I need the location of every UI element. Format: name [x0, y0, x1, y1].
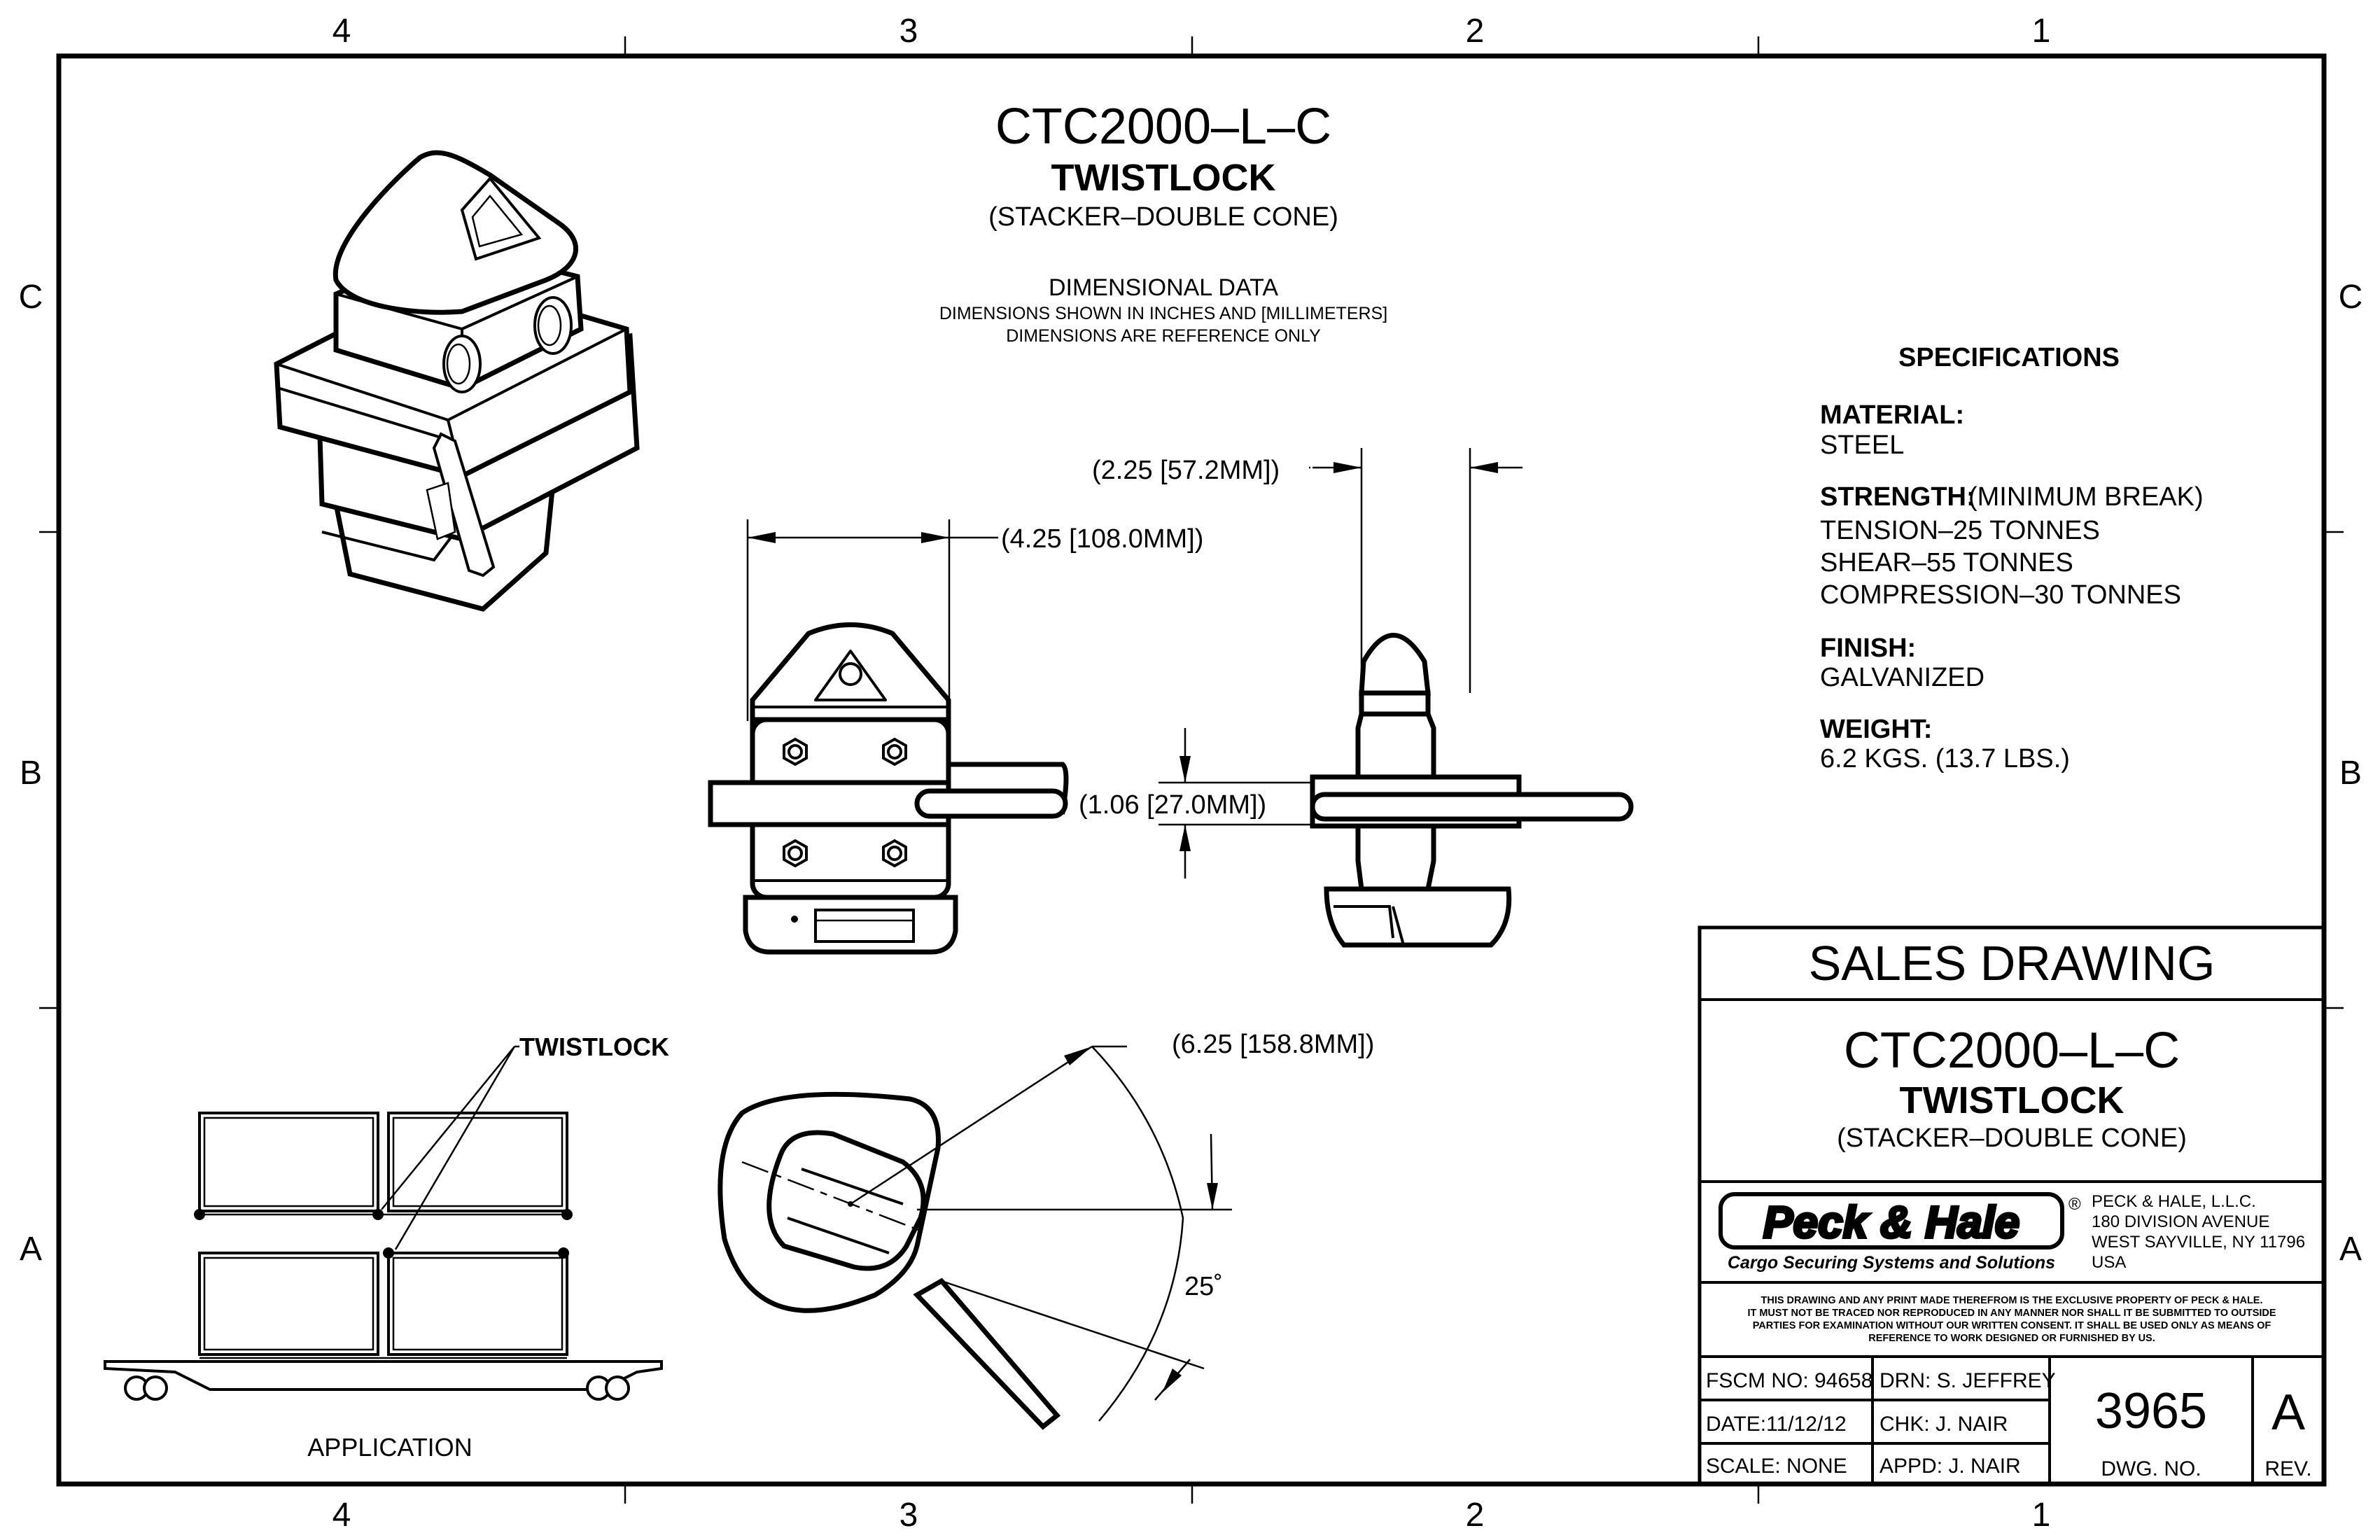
spec-strength-shear: SHEAR–55 TONNES	[1820, 548, 2073, 578]
zone-bottom-4: 4	[332, 1497, 351, 1534]
front-view	[708, 622, 1069, 955]
zone-top-3: 3	[899, 13, 918, 50]
spec-strength-tension: TENSION–25 TONNES	[1820, 516, 2100, 545]
logo-tagline: Cargo Securing Systems and Solutions	[1728, 1253, 2055, 1273]
title-block-numbers: 3965 DWG. NO. A REV.	[2095, 1383, 2312, 1480]
spec-material-value: STEEL	[1820, 430, 1904, 460]
tb-drawing-number-label: DWG. NO.	[2101, 1457, 2201, 1480]
top-view	[718, 1091, 1061, 1430]
side-view	[1310, 633, 1634, 948]
spec-weight-label: WEIGHT:	[1820, 715, 1932, 744]
spec-weight-value: 6.2 KGS. (13.7 LBS.)	[1820, 744, 2070, 774]
company-logo: Peck & Hale ® Cargo Securing Systems and…	[1718, 1192, 2081, 1273]
tb-scale: SCALE: NONE	[1706, 1455, 1847, 1478]
notice-line-4: REFERENCE TO WORK DESIGNED OR FURNISHED …	[1868, 1333, 2155, 1344]
tb-part-desc: (STACKER–DOUBLE CONE)	[1837, 1124, 2187, 1153]
dimension-labels: (2.25 [57.2MM]) (4.25 [108.0MM]) (1.06 […	[1001, 456, 1374, 1301]
zone-bottom-3: 3	[899, 1497, 918, 1534]
spec-strength-compression: COMPRESSION–30 TONNES	[1820, 580, 2181, 610]
spec-title: SPECIFICATIONS	[1898, 343, 2120, 372]
title-block-text: SALES DRAWING CTC2000–L–C TWISTLOCK (STA…	[1809, 936, 2216, 1153]
zone-left-c: C	[19, 279, 43, 316]
address-line-2: 180 DIVISION AVENUE	[2092, 1212, 2269, 1231]
zone-bottom-1: 1	[2032, 1497, 2051, 1534]
zone-top-2: 2	[1466, 13, 1485, 50]
zone-labels: 4 3 2 1 4 3 2 1 C B A C B A	[19, 13, 2363, 1534]
logo-registered-mark: ®	[2068, 1195, 2081, 1214]
application-view	[104, 1045, 663, 1401]
zone-right-a: A	[2339, 1231, 2362, 1268]
header-part-name: TWISTLOCK	[1051, 157, 1276, 199]
notice-line-2: IT MUST NOT BE TRACED NOR REPRODUCED IN …	[1747, 1308, 2276, 1319]
spec-material-label: MATERIAL:	[1820, 400, 1964, 430]
zone-left-a: A	[20, 1231, 42, 1268]
notice-line-3: PARTIES FOR EXAMINATION WITHOUT OUR WRIT…	[1753, 1320, 2272, 1331]
spec-finish-label: FINISH:	[1820, 634, 1916, 663]
logo-text: Peck & Hale	[1763, 1197, 2019, 1247]
zone-left-b: B	[20, 755, 42, 792]
dimension-lines	[746, 448, 1522, 1422]
dimensional-data-line1: DIMENSIONS SHOWN IN INCHES AND [MILLIMET…	[939, 304, 1387, 323]
address-line-3: WEST SAYVILLE, NY 11796	[2092, 1233, 2305, 1252]
title-block	[1698, 925, 2326, 1486]
tb-drawn: DRN: S. JEFFREY	[1879, 1369, 2056, 1392]
spec-strength-note: (MINIMUM BREAK)	[1968, 482, 2204, 512]
dimensional-data-title: DIMENSIONAL DATA	[1049, 274, 1278, 301]
tb-checked: CHK: J. NAIR	[1879, 1413, 2008, 1436]
tb-revision: A	[2272, 1385, 2305, 1441]
zone-right-b: B	[2339, 755, 2362, 792]
specifications: SPECIFICATIONS MATERIAL: STEEL STRENGTH:…	[1820, 343, 2204, 774]
proprietary-notice: THIS DRAWING AND ANY PRINT MADE THEREFRO…	[1747, 1295, 2276, 1344]
address-line-1: PECK & HALE, L.L.C.	[2092, 1192, 2256, 1211]
spec-strength-label: STRENGTH:	[1820, 482, 1975, 512]
zone-top-4: 4	[332, 13, 351, 50]
tb-part-name: TWISTLOCK	[1900, 1079, 2124, 1121]
tb-approved: APPD: J. NAIR	[1879, 1455, 2021, 1478]
notice-line-1: THIS DRAWING AND ANY PRINT MADE THEREFRO…	[1761, 1295, 2263, 1306]
tb-part-number: CTC2000–L–C	[1844, 1023, 2180, 1079]
application-caption: APPLICATION	[307, 1433, 472, 1462]
application-callout: TWISTLOCK	[519, 1032, 669, 1061]
dim-handle-label: (6.25 [158.8MM])	[1172, 1030, 1374, 1059]
tb-drawing-number: 3965	[2095, 1383, 2207, 1439]
isometric-view	[274, 150, 640, 612]
drawing-header: CTC2000–L–C TWISTLOCK (STACKER–DOUBLE CO…	[939, 99, 1387, 346]
tb-drawing-type: SALES DRAWING	[1809, 936, 2216, 990]
header-part-desc: (STACKER–DOUBLE CONE)	[988, 202, 1338, 232]
tb-date: DATE:11/12/12	[1706, 1413, 1847, 1436]
dim-angle-label: 25˚	[1184, 1272, 1223, 1301]
spec-finish-value: GALVANIZED	[1820, 663, 1984, 692]
zone-top-1: 1	[2032, 13, 2051, 50]
sheet-border	[39, 36, 2344, 1504]
tb-revision-label: REV.	[2264, 1457, 2311, 1480]
header-part-number: CTC2000–L–C	[995, 99, 1331, 155]
address-line-4: USA	[2092, 1253, 2126, 1272]
zone-bottom-2: 2	[1466, 1497, 1485, 1534]
title-block-fields: FSCM NO: 94658 DATE:11/12/12 SCALE: NONE…	[1706, 1369, 2056, 1478]
tb-fscm: FSCM NO: 94658	[1706, 1369, 1872, 1392]
company-address: PECK & HALE, L.L.C. 180 DIVISION AVENUE …	[2092, 1192, 2305, 1272]
dim-width-label: (4.25 [108.0MM])	[1001, 524, 1203, 554]
dim-thickness-label: (1.06 [27.0MM])	[1079, 790, 1266, 820]
dimensional-data-line2: DIMENSIONS ARE REFERENCE ONLY	[1006, 326, 1321, 346]
zone-right-c: C	[2339, 279, 2363, 316]
dim-height-label: (2.25 [57.2MM])	[1092, 456, 1280, 485]
